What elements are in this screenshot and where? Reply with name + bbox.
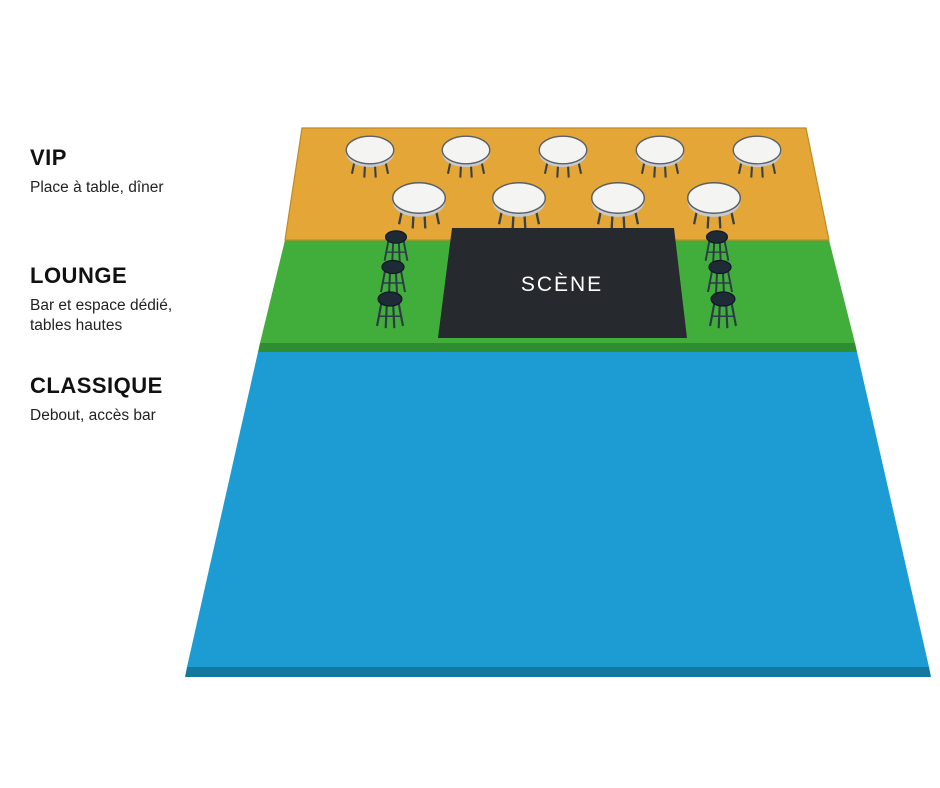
- lounge-front-edge: [258, 343, 857, 352]
- vip-description: Place à table, dîner: [30, 179, 164, 196]
- classique-description: Debout, accès bar: [30, 407, 156, 424]
- legend-classique: CLASSIQUE Debout, accès bar: [30, 373, 163, 426]
- classique-front-edge: [185, 667, 931, 677]
- lounge-title: LOUNGE: [30, 263, 128, 288]
- stage-label: SCÈNE: [521, 273, 603, 296]
- stage: [438, 228, 687, 338]
- legend-lounge: LOUNGE Bar et espace dédié, tables haute…: [30, 263, 195, 336]
- legend-vip: VIP Place à table, dîner: [30, 145, 164, 198]
- classique-zone[interactable]: [187, 352, 929, 667]
- lounge-description: Bar et espace dédié, tables hautes: [30, 297, 173, 335]
- classique-title: CLASSIQUE: [30, 373, 163, 398]
- vip-title: VIP: [30, 145, 67, 170]
